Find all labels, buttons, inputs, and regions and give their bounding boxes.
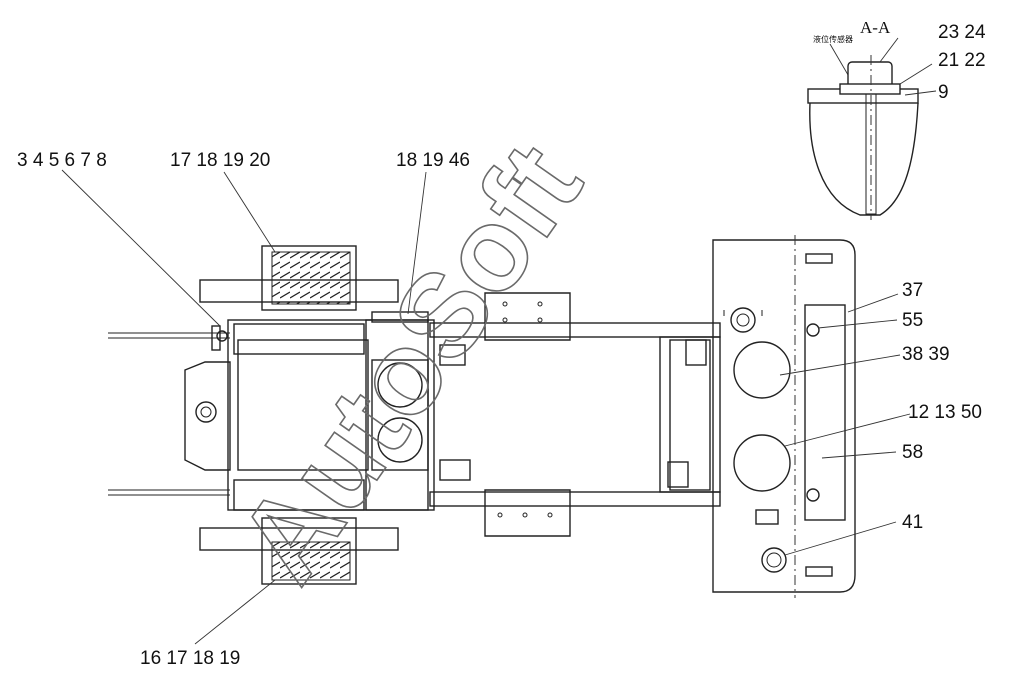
callout-18-46: 18 19 46 [396,150,470,171]
callout-41: 41 [902,512,923,533]
callout-55: 55 [902,310,923,331]
section-note: 液位传感器 [813,34,853,44]
callout-21-22: 21 22 [938,50,986,71]
callout-3-8: 3 4 5 6 7 8 [17,150,107,171]
callout-16-19: 16 17 18 19 [140,648,240,669]
section-title: A-A [860,18,891,37]
callout-17-20: 17 18 19 20 [170,150,270,171]
watermark: AutoSoft [212,120,607,605]
callout-9: 9 [938,82,949,103]
chassis-plan-view [108,245,721,585]
tank-plan-view [712,235,856,598]
callout-38-39: 38 39 [902,344,950,365]
callout-12-50: 12 13 50 [908,402,982,423]
section-a-a-detail: A-A 液位传感器 [807,18,919,220]
callout-58: 58 [902,442,923,463]
callout-labels: 3 4 5 6 7 8 17 18 19 20 18 19 46 23 24 2… [17,22,986,669]
callout-37: 37 [902,280,923,301]
callout-23-24: 23 24 [938,22,986,43]
watermark-text: AutoSoft [213,121,607,605]
leader-lines [61,37,937,645]
